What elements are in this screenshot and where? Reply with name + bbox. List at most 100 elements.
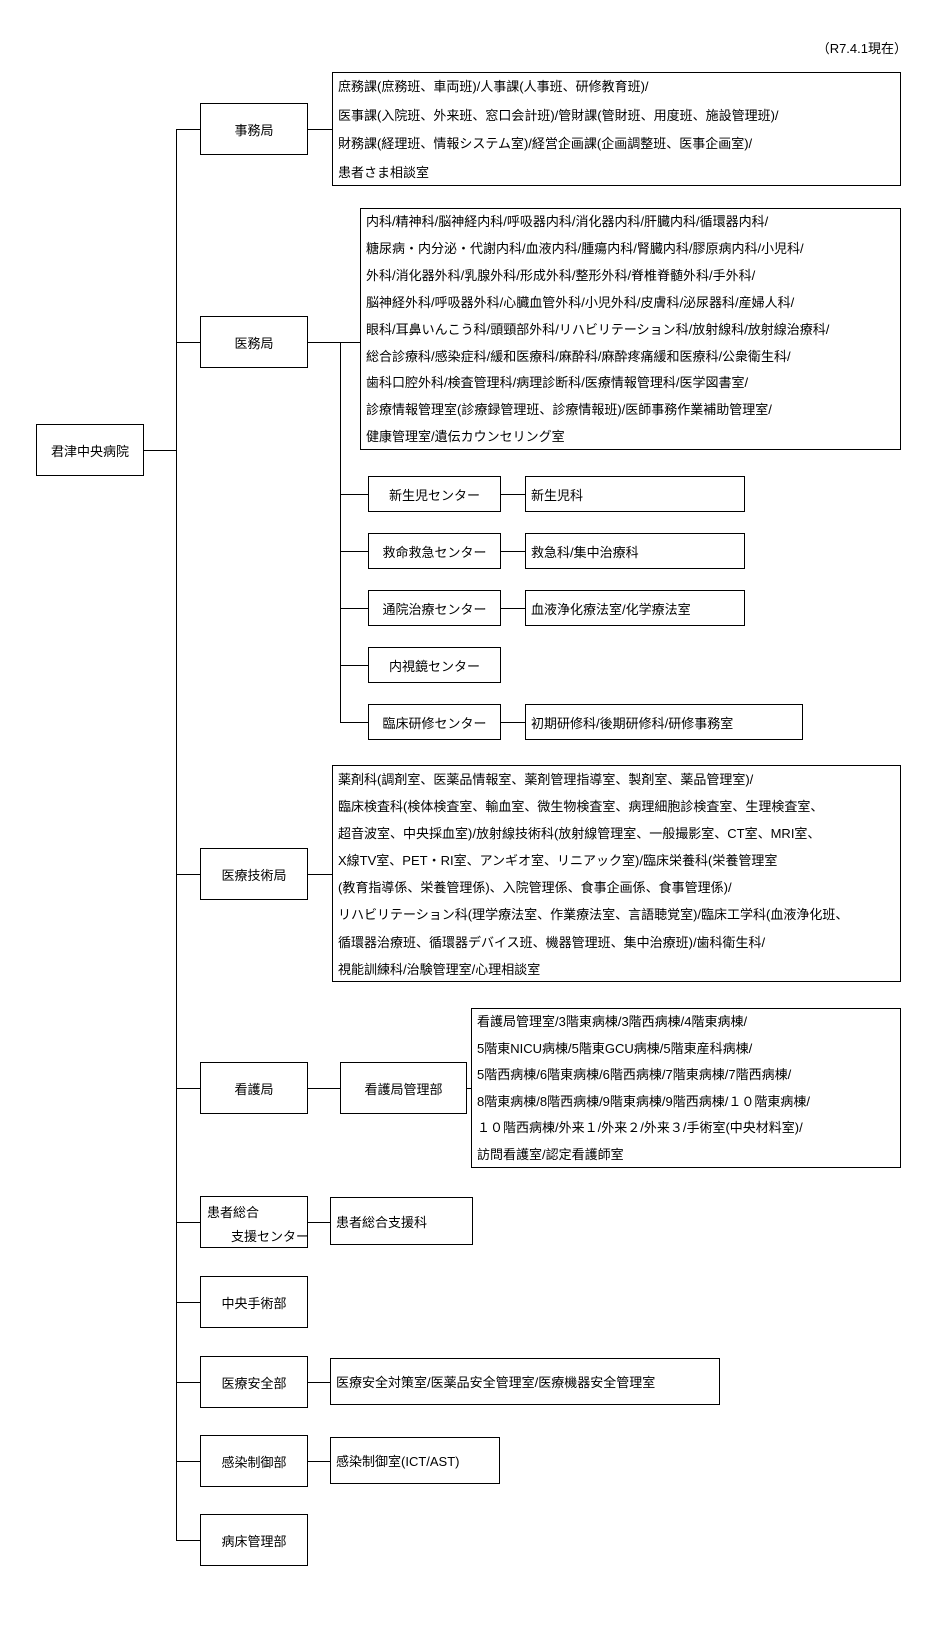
dept-label: 中央手術部	[221, 1295, 287, 1311]
connector-line	[176, 1088, 200, 1089]
connector-line	[176, 129, 200, 130]
detail-box-jimukyoku: 庶務課(庶務班、車両班)/人事課(人事班、研修教育班)/ 医事課(入院班、外来班…	[332, 72, 901, 186]
connector-line	[340, 608, 368, 609]
detail-line: 庶務課(庶務班、車両班)/人事課(人事班、研修教育班)/	[338, 79, 649, 94]
center-box-tsuin: 通院治療センター	[368, 590, 501, 626]
connector-line	[176, 1382, 200, 1383]
dept-box-byoshobu: 病床管理部	[200, 1514, 308, 1566]
connector-line	[308, 1088, 340, 1089]
detail-line: リハビリテーション科(理学療法室、作業療法室、言語聴覚室)/臨床工学科(血液浄化…	[338, 907, 849, 923]
connector-line	[308, 342, 360, 343]
center-label: 救命救急センター	[382, 544, 487, 560]
detail-line: 内科/精神科/脳神経内科/呼吸器内科/消化器内科/肝臓内科/循環器内科/	[366, 214, 769, 229]
center-label: 臨床研修センター	[382, 715, 487, 731]
detail-line: 眼科/耳鼻いんこう科/頭頸部外科/リハビリテーション科/放射線科/放射線治療科/	[366, 321, 830, 337]
connector-line	[144, 450, 176, 451]
root-box-hospital: 君津中央病院	[36, 424, 144, 476]
detail-line: 歯科口腔外科/検査管理科/病理診断科/医療情報管理科/医学図書室/	[366, 375, 749, 391]
center-label: 通院治療センター	[382, 601, 487, 617]
detail-line: １０階西病棟/外来１/外来２/外来３/手術室(中央材料室)/	[477, 1120, 803, 1136]
connector-line	[501, 551, 525, 552]
dept-box-gijutsukyoku: 医療技術局	[200, 848, 308, 900]
detail-line: 総合診療科/感染症科/緩和医療科/麻酔科/麻酔疼痛緩和医療科/公衆衛生科/	[366, 348, 791, 364]
center-box-shinseiji: 新生児センター	[368, 476, 501, 512]
detail-line: (教育指導係、栄養管理係)、入院管理係、食事企画係、食事管理係)/	[338, 880, 732, 896]
dept-box-kansenbu: 感染制御部	[200, 1435, 308, 1487]
detail-line: 糖尿病・内分泌・代謝内科/血液内科/腫瘍内科/腎臓内科/膠原病内科/小児科/	[366, 240, 804, 256]
center-detail-kyumei: 救急科/集中治療科	[525, 533, 745, 569]
detail-line: 循環器治療班、循環器デバイス班、機器管理班、集中治療班)/歯科衛生科/	[338, 934, 766, 950]
connector-line	[176, 1222, 200, 1223]
connector-line	[308, 874, 332, 875]
connector-line	[467, 1088, 471, 1089]
center-detail-shinseiji: 新生児科	[525, 476, 745, 512]
detail-box-imukyoku: 内科/精神科/脳神経内科/呼吸器内科/消化器内科/肝臓内科/循環器内科/ 糖尿病…	[360, 208, 901, 450]
center-box-kyumei: 救命救急センター	[368, 533, 501, 569]
dept-label: 看護局	[234, 1081, 274, 1097]
center-box-naishikyo: 内視鏡センター	[368, 647, 501, 683]
connector-line	[176, 342, 200, 343]
detail-line: 8階東病棟/8階西病棟/9階東病棟/9階西病棟/１０階東病棟/	[477, 1093, 810, 1109]
connector-line	[501, 608, 525, 609]
connector-line	[340, 551, 368, 552]
detail-text: 医療安全対策室/医薬品安全管理室/医療機器安全管理室	[336, 1375, 656, 1390]
date-note: （R7.4.1現在）	[816, 41, 907, 56]
detail-box-kansenbu: 感染制御室(ICT/AST)	[330, 1437, 500, 1484]
detail-line: 超音波室、中央採血室)/放射線技術科(放射線管理室、一般撮影室、CT室、MRI室…	[338, 826, 821, 842]
connector-line	[176, 1540, 200, 1541]
center-box-rinsho-kenshu: 臨床研修センター	[368, 704, 501, 740]
detail-text: 感染制御室(ICT/AST)	[336, 1454, 460, 1469]
detail-line: 健康管理室/遺伝カウンセリング室	[366, 429, 565, 445]
center-detail-rinsho-kenshu: 初期研修科/後期研修科/研修事務室	[525, 704, 803, 740]
center-label: 新生児センター	[388, 487, 480, 503]
connector-line	[501, 722, 525, 723]
connector-line	[308, 129, 332, 130]
trunk-line	[176, 129, 177, 1541]
dept-label: 医務局	[234, 335, 274, 351]
dept-label-line2: 支援センター	[231, 1229, 310, 1244]
detail-text: 患者総合支援科	[336, 1214, 428, 1230]
kanribu-box: 看護局管理部	[340, 1062, 467, 1114]
center-label: 内視鏡センター	[388, 658, 480, 674]
dept-label: 感染制御部	[221, 1454, 287, 1470]
center-detail-tsuin: 血液浄化療法室/化学療法室	[525, 590, 745, 626]
detail-line: X線TV室、PET・RI室、アンギオ室、リニアック室)/臨床栄養科(栄養管理室	[338, 853, 778, 869]
dept-box-kangokyoku: 看護局	[200, 1062, 308, 1114]
detail-box-gijutsukyoku: 薬剤科(調剤室、医薬品情報室、薬剤管理指導室、製剤室、薬品管理室)/ 臨床検査科…	[332, 765, 901, 982]
dept-box-shujutsubu: 中央手術部	[200, 1276, 308, 1328]
detail-line: 5階西病棟/6階東病棟/6階西病棟/7階東病棟/7階西病棟/	[477, 1067, 792, 1083]
detail-line: 脳神経外科/呼吸器外科/心臓血管外科/小児外科/皮膚科/泌尿器科/産婦人科/	[366, 294, 795, 310]
connector-line	[308, 1461, 330, 1462]
detail-line: 臨床検査科(検体検査室、輸血室、微生物検査室、病理細胞診検査室、生理検査室、	[338, 799, 824, 815]
dept-box-shien-center: 患者総合 支援センター	[200, 1196, 310, 1248]
connector-line	[308, 1382, 330, 1383]
detail-box-shien-center: 患者総合支援科	[330, 1197, 473, 1245]
dept-label: 事務局	[234, 122, 274, 138]
dept-box-imukyoku: 医務局	[200, 316, 308, 368]
dept-label: 医療安全部	[221, 1375, 287, 1391]
dept-box-anzenbu: 医療安全部	[200, 1356, 308, 1408]
center-detail-text: 初期研修科/後期研修科/研修事務室	[531, 715, 734, 731]
dept-label: 病床管理部	[221, 1533, 287, 1549]
connector-line	[340, 665, 368, 666]
connector-line	[176, 874, 200, 875]
connector-line	[176, 1461, 200, 1462]
center-detail-text: 新生児科	[531, 487, 584, 503]
detail-line: 財務課(経理班、情報システム室)/経営企画課(企画調整班、医事企画室)/	[338, 136, 753, 151]
detail-line: 視能訓練科/治験管理室/心理相談室	[338, 961, 541, 977]
kanribu-label: 看護局管理部	[364, 1081, 443, 1097]
detail-line: 看護局管理室/3階東病棟/3階西病棟/4階東病棟/	[477, 1014, 748, 1029]
dept-label-line1: 患者総合	[207, 1205, 260, 1220]
connector-line	[340, 494, 368, 495]
dept-label: 医療技術局	[221, 867, 287, 883]
detail-line: 患者さま相談室	[338, 164, 430, 180]
detail-box-anzenbu: 医療安全対策室/医薬品安全管理室/医療機器安全管理室	[330, 1358, 720, 1405]
connector-line	[501, 494, 525, 495]
dept-box-jimukyoku: 事務局	[200, 103, 308, 155]
centers-branch-line	[340, 342, 341, 723]
detail-line: 医事課(入院班、外来班、窓口会計班)/管財課(管財班、用度班、施設管理班)/	[338, 107, 779, 123]
detail-line: 薬剤科(調剤室、医薬品情報室、薬剤管理指導室、製剤室、薬品管理室)/	[338, 772, 754, 787]
center-detail-text: 救急科/集中治療科	[531, 544, 639, 560]
detail-line: 5階東NICU病棟/5階東GCU病棟/5階東産科病棟/	[477, 1040, 753, 1056]
